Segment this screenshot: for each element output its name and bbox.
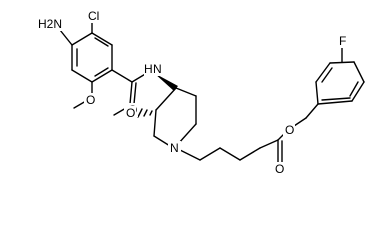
piperidine-n-label: N (170, 141, 179, 155)
bond (317, 100, 353, 105)
bond (94, 37, 109, 47)
bond (155, 87, 177, 111)
bond (199, 147, 221, 161)
hashed-bond (137, 108, 153, 118)
ester-double-o-label: O (275, 162, 284, 176)
bond (71, 69, 93, 83)
fluoro-label: F (339, 34, 346, 48)
bond (91, 69, 113, 83)
aryl-methoxy-o-label: O (86, 93, 95, 107)
amine-label: H2N (38, 17, 62, 31)
bond (71, 32, 93, 46)
bond (305, 103, 319, 119)
bond (177, 123, 197, 145)
bond (321, 67, 333, 83)
bond (259, 139, 279, 149)
chloro-group: Cl (86, 8, 102, 23)
aryl-methoxy-o: O (84, 93, 96, 107)
bond (293, 117, 307, 127)
amide-h-label: H (144, 62, 153, 76)
amide-nh: N H (144, 61, 166, 76)
bond (351, 81, 365, 102)
bond-layer (59, 21, 365, 163)
bond (321, 97, 351, 101)
bond (59, 29, 73, 46)
bond (129, 81, 133, 105)
bond (239, 147, 261, 161)
bond (133, 82, 137, 105)
ester-double-o: O (273, 162, 285, 176)
bond (153, 135, 171, 147)
ester-single-o-label: O (285, 123, 294, 137)
bond (179, 149, 201, 161)
bond (353, 61, 365, 83)
bond (315, 81, 319, 105)
wedge-bond (154, 73, 178, 91)
bond (315, 62, 331, 83)
ester-single-o: O (283, 123, 295, 137)
piperidine-n: N (168, 141, 181, 155)
amide-n-label: N (153, 62, 162, 76)
bond (153, 109, 157, 137)
atom-label-layer: H2N Cl O N H O O N O (36, 8, 349, 176)
piperidine-methoxy-o: O (124, 106, 136, 120)
bond (349, 81, 359, 97)
bond (91, 32, 113, 46)
chloro-label: Cl (88, 9, 99, 23)
bond (94, 67, 109, 77)
structure-canvas: H2N Cl O N H O O N O (36, 8, 365, 176)
bond (175, 87, 197, 97)
bond (111, 69, 133, 83)
piperidine-methoxy-o-label: O (126, 106, 135, 120)
fluoro-group: F (337, 34, 349, 48)
amine-group: H2N (36, 16, 62, 31)
bond (219, 147, 241, 161)
